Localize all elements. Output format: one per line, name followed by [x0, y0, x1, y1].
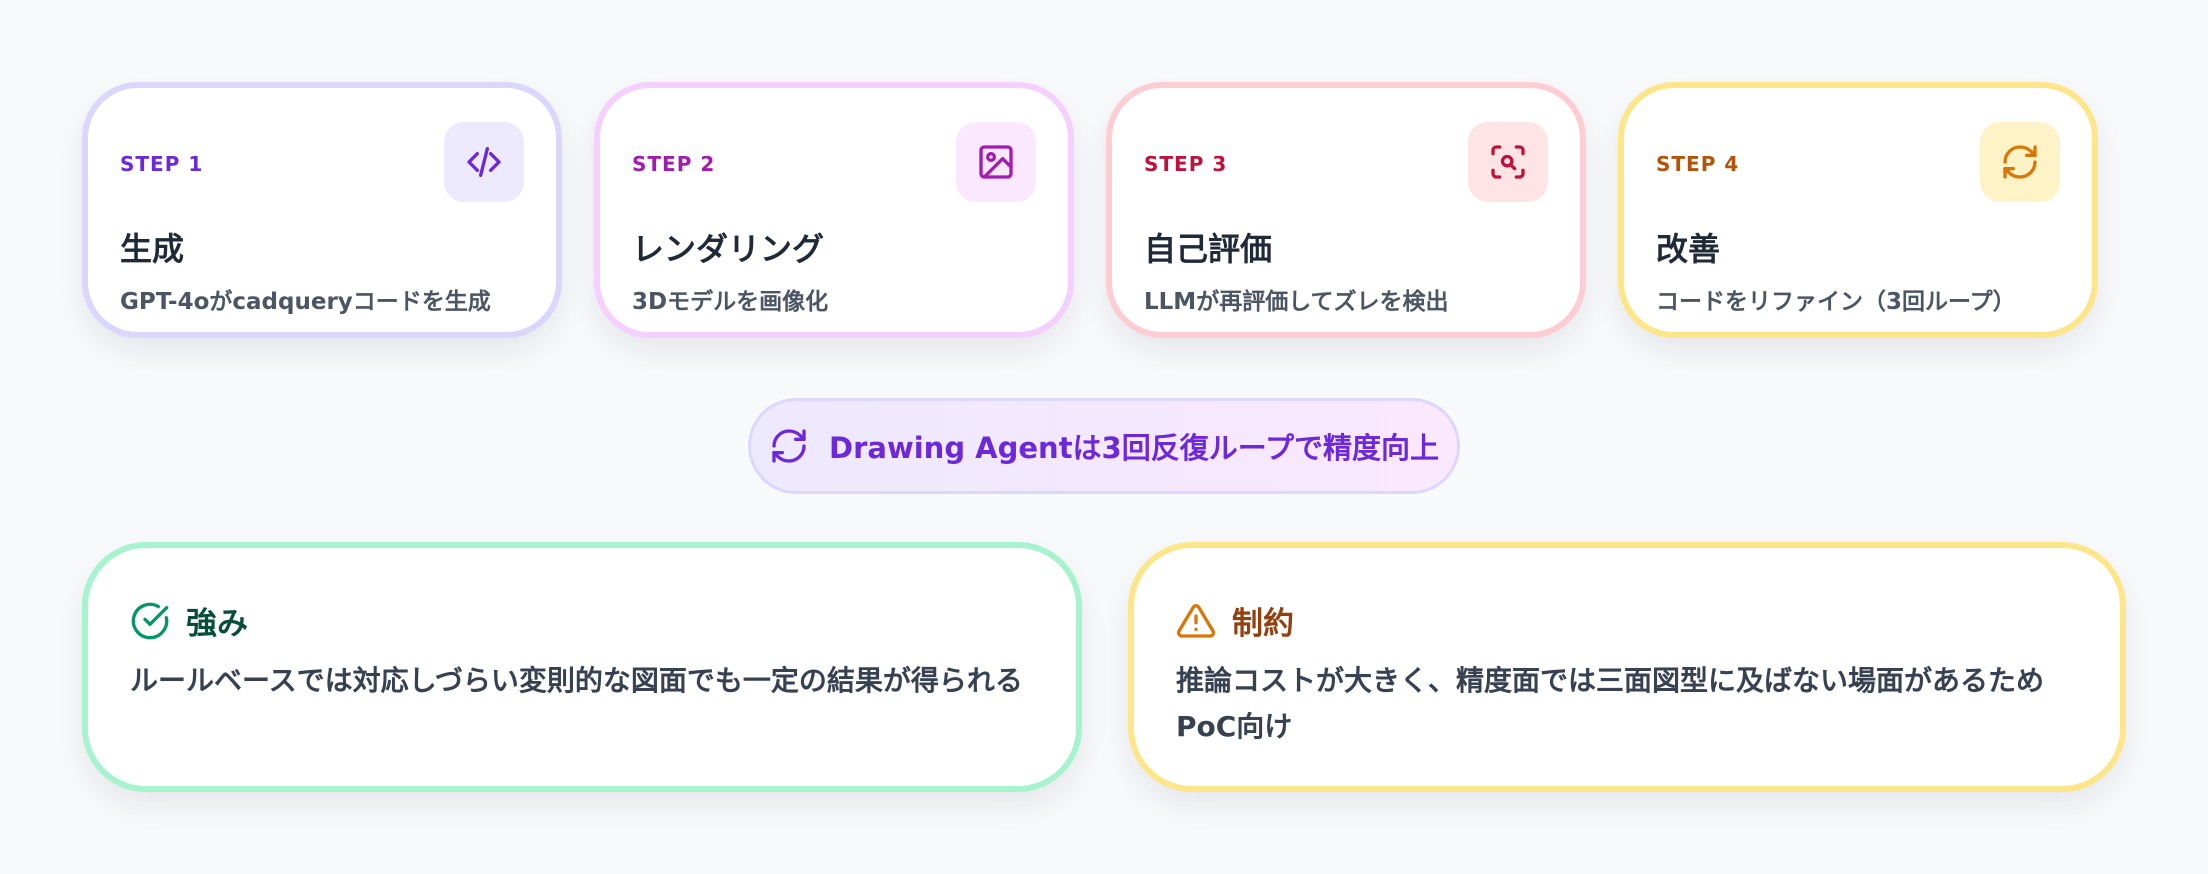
step-title: レンダリング — [632, 230, 825, 268]
refresh-icon — [1980, 122, 2060, 202]
check-circle-icon — [131, 602, 169, 639]
strengths-panel: 強み ルールベースでは対応しづらい変則的な図面でも一定の結果が得られる — [82, 542, 1082, 792]
step-card-4: STEP 4 改善 コードをリファイン（3回ループ） — [1618, 82, 2098, 338]
loop-banner: Drawing Agentは3回反復ループで精度向上 — [748, 398, 1460, 494]
step-title: 改善 — [1656, 230, 1721, 268]
step-label: STEP 1 — [120, 152, 204, 176]
code-icon — [444, 122, 524, 202]
limitations-header: 制約 — [1176, 598, 1294, 643]
limitations-body: 推論コストが大きく、精度面では三面図型に及ばない場面があるため PoC向け — [1176, 664, 2045, 743]
refresh-icon — [772, 429, 806, 463]
scan-search-icon — [1468, 122, 1548, 202]
strengths-header: 強み — [130, 598, 248, 643]
limitations-title: 制約 — [1232, 606, 1294, 642]
step-label: STEP 3 — [1144, 152, 1228, 176]
steps-row: STEP 1 生成 GPT-4oがcadqueryコードを生成 STEP 2 レ… — [82, 82, 2098, 338]
step-card-3: STEP 3 自己評価 LLMが再評価してズレを検出 — [1106, 82, 1586, 338]
image-icon — [956, 122, 1036, 202]
limitations-panel: 制約 推論コストが大きく、精度面では三面図型に及ばない場面があるため PoC向け — [1128, 542, 2126, 792]
warning-icon — [1176, 603, 1216, 638]
banner-text: Drawing Agentは3回反復ループで精度向上 — [829, 431, 1439, 465]
strengths-title: 強み — [186, 606, 248, 642]
step-title: 生成 — [120, 230, 185, 268]
step-description: 3Dモデルを画像化 — [632, 289, 829, 315]
step-description: GPT-4oがcadqueryコードを生成 — [120, 289, 491, 315]
step-title: 自己評価 — [1144, 230, 1273, 268]
step-description: コードをリファイン（3回ループ） — [1656, 289, 2016, 315]
step-card-2: STEP 2 レンダリング 3Dモデルを画像化 — [594, 82, 1074, 338]
step-label: STEP 2 — [632, 152, 716, 176]
strengths-body: ルールベースでは対応しづらい変則的な図面でも一定の結果が得られる — [130, 664, 1023, 697]
step-description: LLMが再評価してズレを検出 — [1144, 289, 1449, 315]
step-card-1: STEP 1 生成 GPT-4oがcadqueryコードを生成 — [82, 82, 562, 338]
step-label: STEP 4 — [1656, 152, 1740, 176]
